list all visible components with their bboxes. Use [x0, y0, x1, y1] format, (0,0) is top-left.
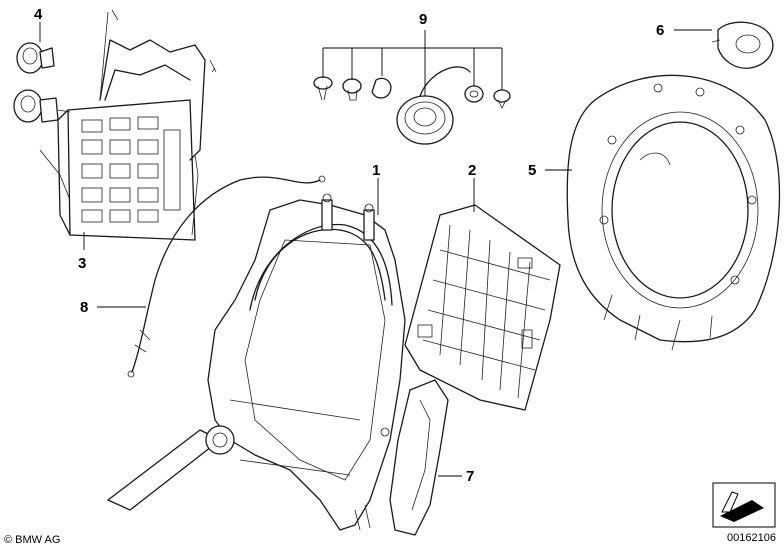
- catalog-number: 00162106: [727, 532, 776, 544]
- rear-panel-part: [404, 204, 561, 411]
- callout-3: 3: [78, 255, 86, 272]
- fastener-set-part: [313, 66, 511, 145]
- cable-part: [127, 175, 326, 378]
- copyright-text: © BMW AG: [4, 534, 61, 546]
- backrest-shell-part: [566, 74, 781, 351]
- callout-7: 7: [466, 468, 474, 485]
- knob-part: [13, 42, 71, 123]
- callout-1: 1: [372, 162, 380, 179]
- callout-5: 5: [528, 162, 536, 179]
- leader-lines: [39, 22, 712, 477]
- callout-8: 8: [80, 299, 88, 316]
- cap-part: [711, 21, 774, 69]
- callout-4: 4: [34, 6, 43, 23]
- backrest-frame-part: [107, 193, 406, 531]
- side-trim-part: [389, 379, 449, 536]
- callout-6: 6: [656, 22, 664, 39]
- spring-mat-part: [39, 9, 217, 241]
- callout-9: 9: [419, 11, 427, 28]
- callout-2: 2: [468, 162, 476, 179]
- seat-reference-icon: [712, 482, 776, 528]
